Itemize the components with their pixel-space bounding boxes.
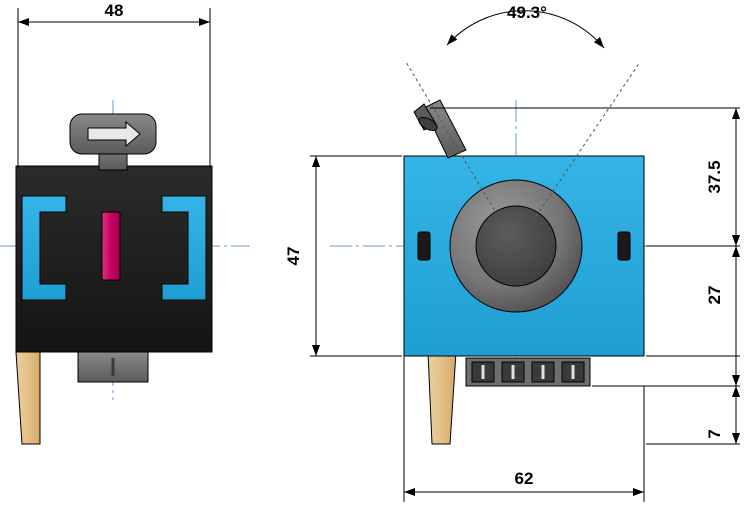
side-view-lever — [413, 99, 467, 159]
dim-27-label: 27 — [705, 286, 724, 305]
angle-arc — [446, 10, 605, 49]
dim-375-label: 37.5 — [705, 160, 724, 193]
front-view-right-notch — [161, 195, 207, 301]
dim-47-label: 47 — [284, 247, 303, 266]
side-view-wedge-pin — [427, 351, 457, 445]
dim-62-label: 62 — [515, 469, 534, 488]
front-view-indicator-strip — [101, 211, 121, 281]
side-view-left-tab — [417, 231, 431, 261]
angle-ray-right — [515, 61, 641, 247]
dim-7-label: 7 — [705, 429, 724, 438]
side-view-lever-arm — [423, 99, 467, 159]
dim-48-label: 48 — [105, 1, 124, 20]
dim-angle-label: 49.3° — [507, 3, 547, 22]
front-view-arrow-icon — [87, 120, 141, 148]
front-view-wedge-pin — [15, 351, 41, 445]
side-view-right-tab — [617, 231, 631, 261]
front-view: 48 — [0, 1, 250, 445]
front-view-left-notch — [21, 195, 67, 301]
side-view: 49.3° 47 37.5 27 7 62 — [284, 3, 740, 502]
side-view-lever-pivot — [418, 117, 438, 131]
